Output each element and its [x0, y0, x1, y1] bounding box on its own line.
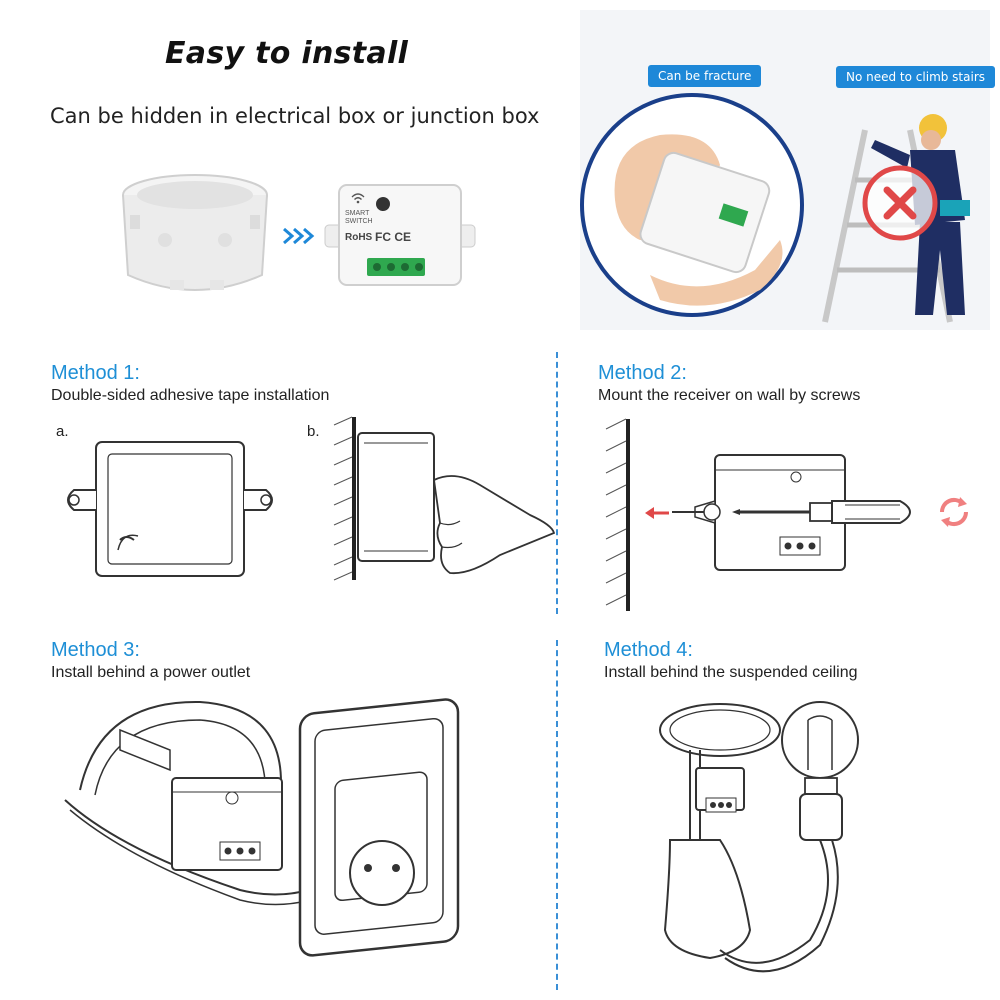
rohs-mark: RoHS: [345, 232, 373, 243]
method-4-desc: Install behind the suspended ceiling: [604, 664, 858, 681]
vertical-divider-bottom: [556, 640, 558, 990]
method-1-step-b: b.: [307, 423, 320, 440]
rotate-arrows-icon: [939, 497, 969, 527]
method-1-step-a: a.: [56, 423, 69, 440]
method-3-outlet-drawing: [64, 698, 460, 957]
method-1a-module-back-drawing: [67, 441, 273, 577]
method-4-title: Method 4:: [604, 639, 693, 661]
page-subtitle: Can be hidden in electrical box or junct…: [50, 104, 540, 128]
method-3-desc: Install behind a power outlet: [51, 664, 251, 681]
brand-line1: SMART: [345, 210, 370, 217]
brand-line2: SWITCH: [345, 218, 373, 225]
cert-marks: FC CE: [375, 230, 411, 244]
tag-can-be-fracture: Can be fracture: [648, 65, 762, 87]
tag-no-need-to-climb-stairs: No need to climb stairs: [836, 66, 996, 88]
no-entry-x-icon: [862, 165, 938, 241]
method-4-ceiling-lamp-drawing: [659, 701, 859, 973]
method-1-desc: Double-sided adhesive tape installation: [51, 387, 330, 404]
red-arrow-left-icon: [645, 507, 669, 519]
page-title: Easy to install: [165, 36, 409, 71]
method-1b-press-on-wall-drawing: [333, 416, 556, 581]
junction-box-illustration: [122, 174, 268, 291]
method-2-desc: Mount the receiver on wall by screws: [598, 387, 861, 404]
double-arrow-right-icon: [283, 227, 315, 245]
hand-holding-module-photo: [580, 93, 804, 317]
method-2-title: Method 2:: [598, 362, 687, 384]
vertical-divider-top: [556, 352, 558, 614]
method-2-screw-mount-drawing: [605, 418, 911, 611]
method-1-title: Method 1:: [51, 362, 140, 384]
switch-module-photo: SMART SWITCH RoHS FC CE: [324, 180, 476, 290]
method-3-title: Method 3:: [51, 639, 140, 661]
wifi-icon: [351, 193, 365, 204]
